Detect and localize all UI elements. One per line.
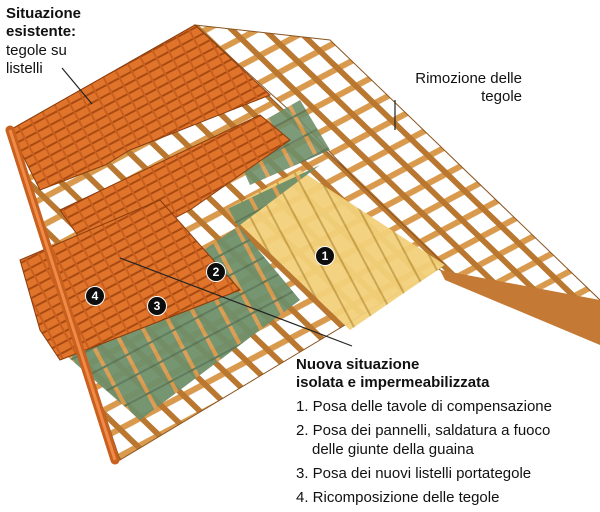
- removal-label-line2: tegole: [481, 88, 522, 105]
- step-1-text: 1. Posa delle tavole di compensazione: [296, 398, 552, 415]
- removal-label-line1: Rimozione delle: [415, 70, 522, 87]
- step-item: 4. Ricomposizione delle tegole: [296, 488, 598, 507]
- compensation-planks: [225, 170, 445, 330]
- existing-tiles: [9, 24, 271, 191]
- step-item: 2. Posa dei pannelli, saldatura a fuoco …: [296, 421, 598, 459]
- step-item: 3. Posa dei nuovi listelli portategole: [296, 464, 598, 483]
- existing-title-line1: Situazione: [6, 5, 82, 22]
- step-item: 1. Posa delle tavole di compensazione: [296, 397, 598, 416]
- existing-title: Situazione esistente:: [6, 5, 81, 41]
- new-situation-line2: isolata e impermeabilizzata: [296, 374, 490, 391]
- existing-subtitle: tegole su listelli: [6, 42, 67, 78]
- existing-subtitle-line2: listelli: [6, 60, 43, 77]
- existing-subtitle-line1: tegole su: [6, 42, 67, 59]
- step-2-text-cont: delle giunte della guaina: [312, 441, 474, 458]
- step-2-text: 2. Posa dei pannelli, saldatura a fuoco: [296, 422, 551, 439]
- steps-list: 1. Posa delle tavole di compensazione 2.…: [296, 397, 598, 512]
- marker-3: 3: [147, 296, 167, 316]
- step-4-text: 4. Ricomposizione delle tegole: [296, 489, 500, 506]
- marker-4: 4: [85, 286, 105, 306]
- existing-title-line2: esistente:: [6, 23, 77, 40]
- leader-new: [119, 257, 353, 347]
- removal-label: Rimozione delle tegole: [392, 70, 522, 106]
- new-situation-line1: Nuova situazione: [296, 356, 420, 373]
- leader-existing: [61, 67, 93, 105]
- marker-1: 1: [315, 246, 335, 266]
- marker-2: 2: [206, 262, 226, 282]
- step-3-text: 3. Posa dei nuovi listelli portategole: [296, 465, 532, 482]
- right-slope-edge: [440, 270, 600, 345]
- new-situation-title: Nuova situazione isolata e impermeabiliz…: [296, 356, 489, 392]
